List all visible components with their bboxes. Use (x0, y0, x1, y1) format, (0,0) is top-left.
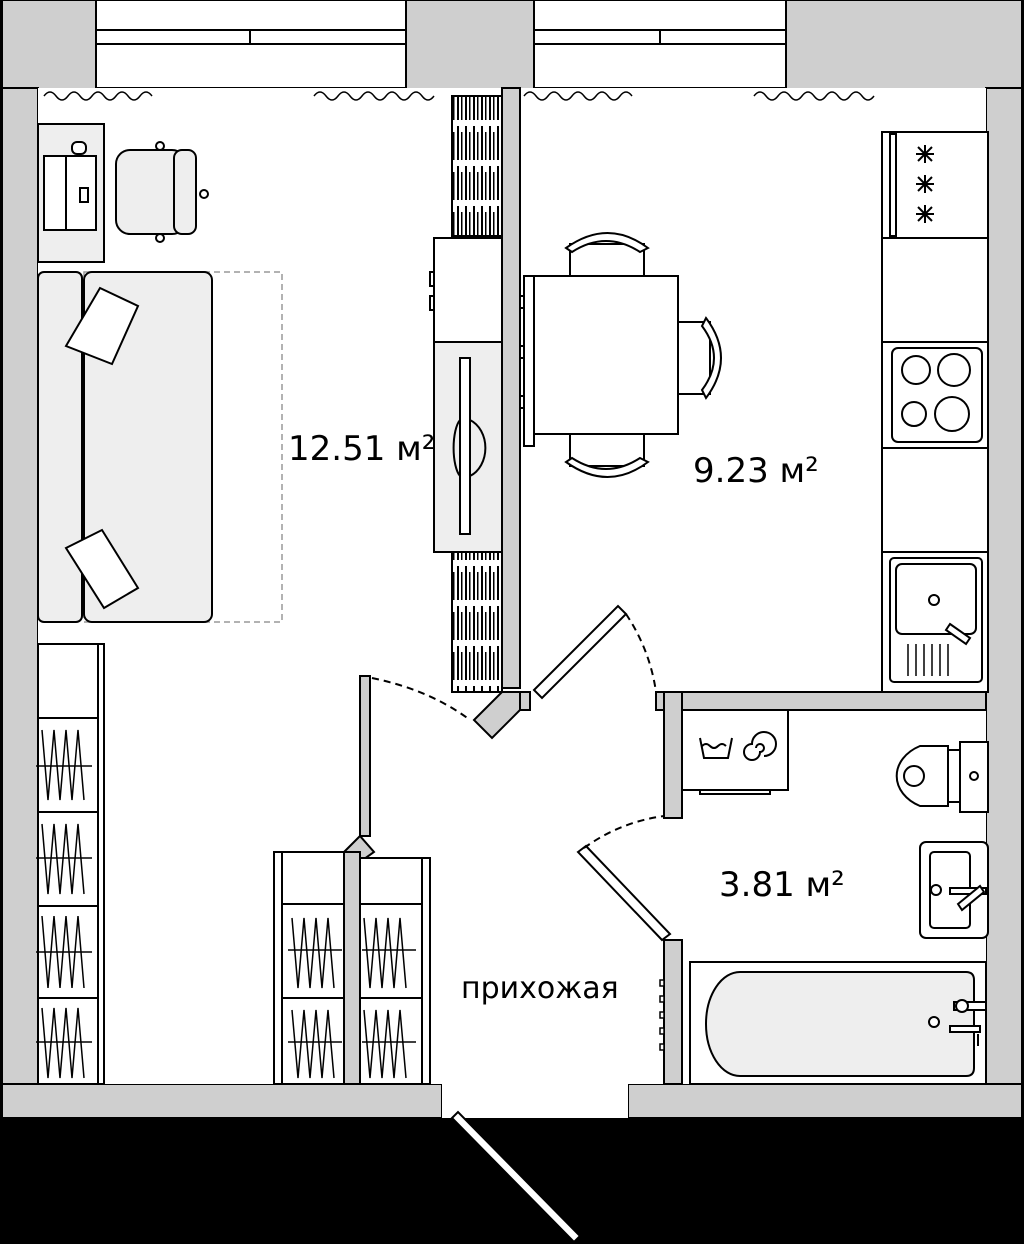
cooktop-icon (891, 347, 983, 443)
bathtub-icon (689, 961, 987, 1085)
living-room-area: 12.51 м² (288, 429, 436, 469)
tv-icon (429, 237, 503, 553)
pillow-icon (64, 286, 140, 610)
laptop-icon (43, 141, 97, 231)
office-chair-icon (115, 141, 209, 243)
bookshelf-icon (451, 95, 503, 693)
toilet-icon (895, 741, 989, 813)
kitchen-sink-icon (889, 557, 983, 683)
washbasin-icon (919, 841, 989, 939)
door-swing-icon (371, 604, 672, 1244)
stove-icon (889, 133, 934, 237)
window-icon (95, 0, 787, 89)
dining-table-icon (519, 275, 679, 447)
hallway-label: прихожая (461, 971, 619, 1006)
chair-icon (564, 232, 722, 478)
kitchen-area: 9.23 м² (693, 451, 819, 491)
outer-walls (1, 0, 1023, 1119)
bathroom-area: 3.81 м² (719, 865, 845, 905)
hook-rail (659, 979, 665, 1051)
sofa-icon (37, 271, 283, 623)
desk-icon (37, 123, 105, 263)
washing-machine-icon (681, 709, 789, 795)
wardrobe-icon (36, 643, 105, 1085)
wardrobe-icon (273, 851, 431, 1085)
radiator-icon (43, 91, 875, 101)
